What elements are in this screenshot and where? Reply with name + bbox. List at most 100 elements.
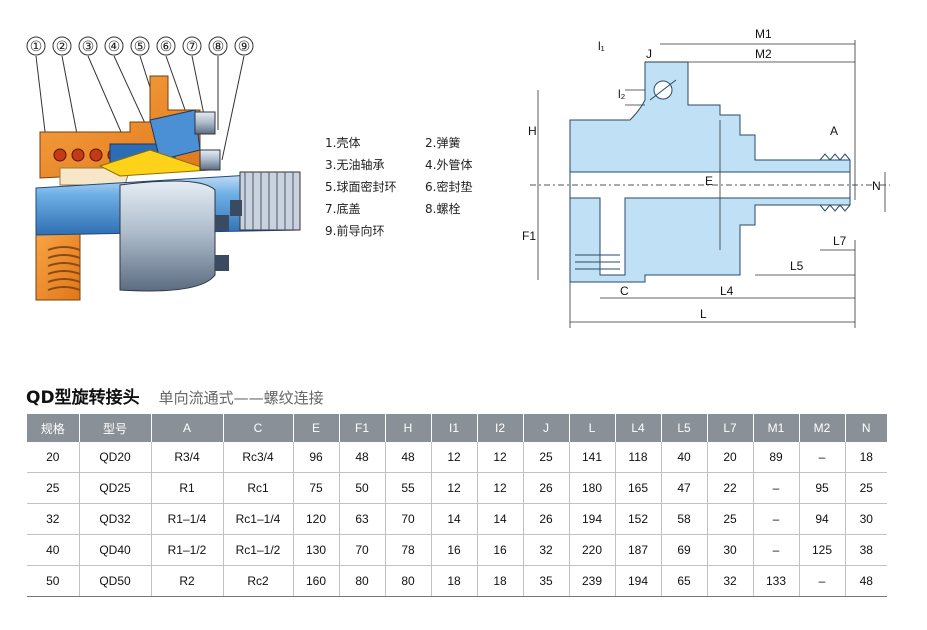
legend-item-2: 2.弹簧: [425, 136, 461, 150]
table-cell: 220: [569, 534, 616, 566]
spec-table: 规格 型号 A C E F1 H I1 I2 J L L4 L5 L7 M1 M…: [27, 414, 887, 597]
product-subtitle: 单向流通式——螺纹连接: [158, 389, 324, 407]
table-cell: 47: [661, 472, 708, 504]
dim-label-m1: M1: [755, 27, 772, 41]
bolt-bottom-3: [230, 200, 242, 216]
col-header: M2: [799, 414, 846, 442]
table-cell: 63: [339, 503, 386, 535]
cutaway-illustration: ① ② ③ ④ ⑤ ⑥ ⑦ ⑧ ⑨: [26, 36, 301, 301]
callout-4-circle: [104, 36, 124, 56]
table-cell: –: [799, 442, 846, 473]
port-hatch: [575, 254, 620, 270]
table-cell: 141: [569, 442, 616, 473]
table-cell: –: [753, 534, 800, 566]
table-cell: 25: [707, 503, 754, 535]
table-cell: 70: [339, 534, 386, 566]
callout-2-circle: [52, 36, 72, 56]
table-cell: 18: [845, 442, 887, 473]
legend-item-7: 7.底盖: [325, 202, 361, 216]
dim-label-a: A: [830, 124, 838, 138]
col-header: J: [523, 414, 570, 442]
table-cell: 48: [845, 565, 887, 597]
col-header: L5: [661, 414, 708, 442]
table-cell: R1–1/4: [151, 503, 224, 535]
callout-7: ⑦: [186, 39, 199, 55]
table-cell: –: [753, 472, 800, 504]
spec-table-header: 规格 型号 A C E F1 H I1 I2 J L L4 L5 L7 M1 M…: [27, 414, 887, 442]
col-header: C: [223, 414, 294, 442]
table-cell: QD40: [79, 534, 152, 566]
table-cell: 30: [707, 534, 754, 566]
table-cell: 125: [799, 534, 846, 566]
table-cell: 50: [339, 472, 386, 504]
table-cell: QD50: [79, 565, 152, 597]
bolt-mid: [199, 149, 221, 171]
col-header: F1: [339, 414, 386, 442]
callout-2: ②: [56, 39, 69, 55]
table-cell: 32: [27, 503, 80, 535]
callout-1: ①: [30, 39, 43, 55]
housing-lower: [35, 231, 81, 301]
table-cell: 38: [845, 534, 887, 566]
callout-7-circle: [182, 36, 202, 56]
table-cell: 18: [477, 565, 524, 597]
table-cell: 96: [293, 442, 340, 473]
table-cell: 120: [293, 503, 340, 535]
table-cell: 80: [385, 565, 432, 597]
dim-label-h: H: [528, 124, 537, 138]
table-cell: 25: [523, 442, 570, 473]
table-cell: 18: [431, 565, 478, 597]
table-cell: 16: [431, 534, 478, 566]
bolt-bottom-2: [215, 255, 229, 271]
table-cell: Rc3/4: [223, 442, 294, 473]
table-cell: 30: [845, 503, 887, 535]
table-cell: 12: [477, 442, 524, 473]
table-cell: 40: [27, 534, 80, 566]
legend-item-5: 5.球面密封环: [325, 180, 397, 194]
col-header: I1: [431, 414, 478, 442]
table-cell: 26: [523, 503, 570, 535]
table-cell: 118: [615, 442, 662, 473]
table-cell: 12: [431, 442, 478, 473]
inner-bore: [569, 171, 851, 276]
product-heading: QD型旋转接头 单向流通式——螺纹连接: [26, 383, 324, 408]
dimension-drawing: M1 M2 l₁ J l₂ H A E N F1 L7 C L5 L4 L: [522, 27, 890, 328]
table-cell: 48: [385, 442, 432, 473]
table-cell: 12: [477, 472, 524, 504]
table-cell: 58: [661, 503, 708, 535]
table-cell: 35: [523, 565, 570, 597]
table-cell: 180: [569, 472, 616, 504]
dim-label-c: C: [620, 284, 629, 298]
table-cell: 14: [431, 503, 478, 535]
table-cell: 14: [477, 503, 524, 535]
dim-label-m2: M2: [755, 47, 772, 61]
callout-1-circle: [26, 36, 46, 56]
table-cell: 130: [293, 534, 340, 566]
callout-3: ③: [82, 39, 95, 55]
legend-item-4: 4.外管体: [425, 158, 473, 172]
table-cell: 133: [753, 565, 800, 597]
col-header: L7: [707, 414, 754, 442]
dim-label-i1: l₁: [598, 39, 605, 53]
table-cell: 95: [799, 472, 846, 504]
dim-label-f1: F1: [522, 229, 536, 243]
callout-5: ⑤: [134, 39, 147, 55]
table-cell: 55: [385, 472, 432, 504]
col-header: L4: [615, 414, 662, 442]
callout-9: ⑨: [238, 39, 251, 55]
table-cell: R1–1/2: [151, 534, 224, 566]
table-cell: 194: [569, 503, 616, 535]
dim-label-i2: l₂: [618, 87, 626, 101]
table-cell: 94: [799, 503, 846, 535]
bolt-top: [194, 111, 216, 135]
legend-item-1: 1.壳体: [325, 136, 361, 150]
table-cell: R2: [151, 565, 224, 597]
bottom-cover: [119, 180, 216, 292]
table-cell: 32: [523, 534, 570, 566]
callout-8: ⑧: [212, 39, 225, 55]
lug-hole-axis: [649, 79, 677, 101]
